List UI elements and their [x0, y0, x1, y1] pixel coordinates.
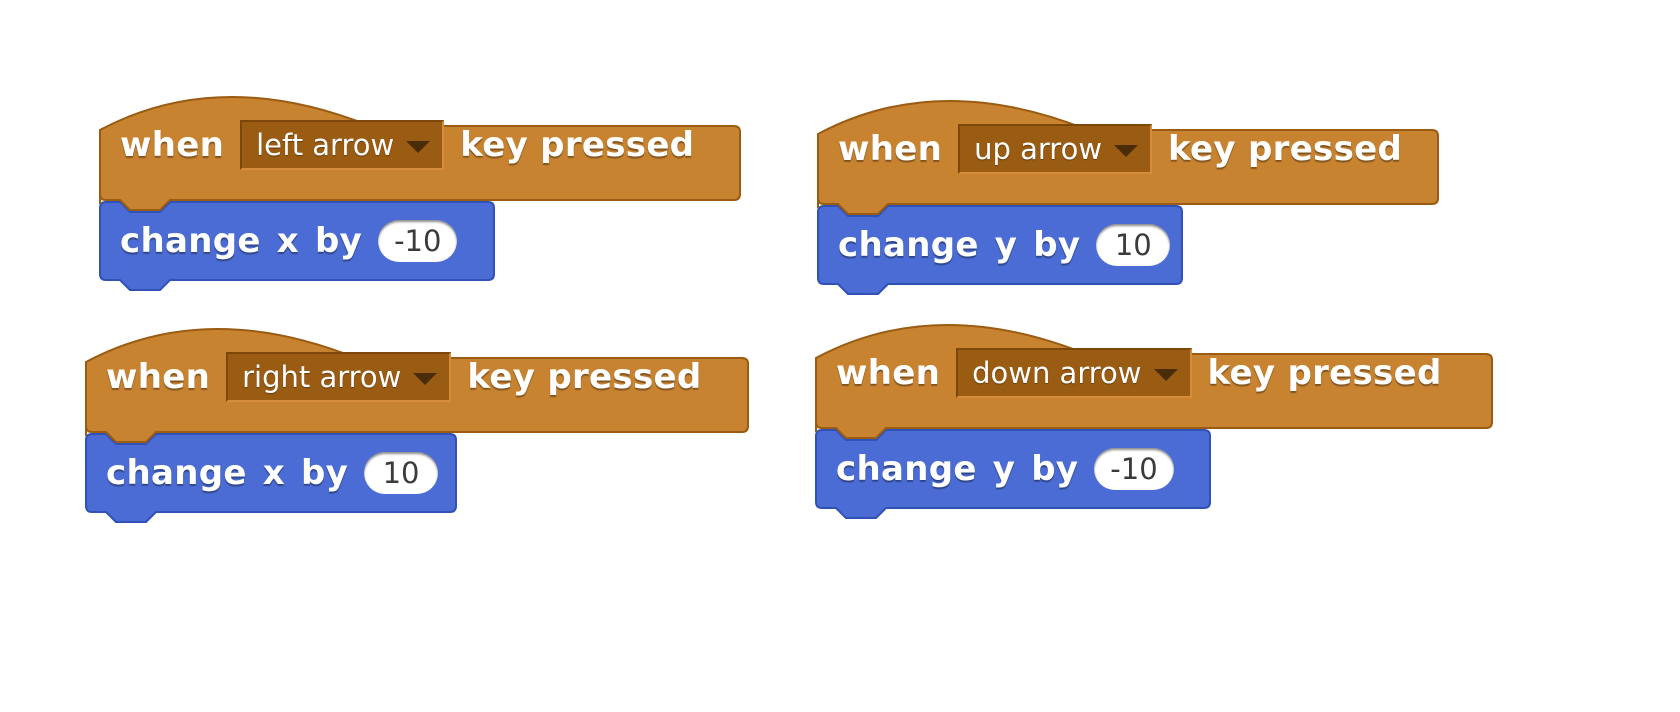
script-right-arrow[interactable]: when right arrow key pressed change x by… — [85, 318, 749, 523]
dropdown-caret-icon — [1114, 144, 1139, 157]
motion-block-shape — [817, 205, 1183, 295]
when-label: when — [106, 357, 211, 397]
dropdown-caret-icon — [413, 372, 438, 385]
axis-label: x — [276, 221, 299, 261]
by-label: by — [1031, 449, 1079, 489]
script-left-arrow[interactable]: when left arrow key pressed change x by … — [99, 86, 741, 291]
motion-block-shape — [85, 433, 457, 523]
axis-label: y — [992, 449, 1016, 489]
change-position-block[interactable]: change x by 10 — [85, 433, 457, 523]
change-label: change — [106, 453, 247, 493]
change-label: change — [836, 449, 977, 489]
when-label: when — [836, 353, 941, 393]
by-label: by — [300, 453, 349, 493]
by-label: by — [314, 221, 363, 261]
key-dropdown-value: left arrow — [256, 128, 395, 162]
amount-input[interactable]: 10 — [1096, 224, 1171, 266]
when-key-pressed-hat-block[interactable]: when down arrow key pressed — [815, 314, 1493, 439]
key-dropdown[interactable]: left arrow — [240, 120, 445, 170]
key-dropdown[interactable]: up arrow — [958, 124, 1153, 174]
when-key-pressed-hat-block[interactable]: when left arrow key pressed — [99, 86, 741, 211]
key-pressed-label: key pressed — [460, 125, 695, 165]
when-key-pressed-hat-block[interactable]: when up arrow key pressed — [817, 90, 1439, 215]
when-key-pressed-hat-block[interactable]: when right arrow key pressed — [85, 318, 749, 443]
change-position-block[interactable]: change y by -10 — [815, 429, 1211, 519]
dropdown-caret-icon — [1153, 368, 1178, 381]
change-position-block[interactable]: change x by -10 — [99, 201, 495, 291]
amount-input[interactable]: -10 — [1094, 448, 1174, 490]
change-label: change — [120, 221, 261, 261]
key-pressed-label: key pressed — [467, 357, 702, 397]
key-pressed-label: key pressed — [1207, 353, 1442, 393]
when-label: when — [120, 125, 225, 165]
by-label: by — [1033, 225, 1081, 265]
dropdown-caret-icon — [406, 140, 431, 153]
script-up-arrow[interactable]: when up arrow key pressed change y by 10 — [817, 90, 1439, 295]
when-label: when — [838, 129, 943, 169]
key-dropdown-value: down arrow — [972, 356, 1142, 390]
axis-label: y — [994, 225, 1018, 265]
axis-label: x — [262, 453, 285, 493]
key-dropdown-value: right arrow — [242, 360, 402, 394]
change-label: change — [838, 225, 979, 265]
change-position-block[interactable]: change y by 10 — [817, 205, 1183, 295]
key-dropdown[interactable]: right arrow — [226, 352, 452, 402]
key-dropdown-value: up arrow — [974, 132, 1103, 166]
amount-input[interactable]: -10 — [378, 220, 458, 262]
key-dropdown[interactable]: down arrow — [956, 348, 1192, 398]
key-pressed-label: key pressed — [1168, 129, 1403, 169]
amount-input[interactable]: 10 — [364, 452, 439, 494]
script-down-arrow[interactable]: when down arrow key pressed change y by … — [815, 314, 1493, 519]
